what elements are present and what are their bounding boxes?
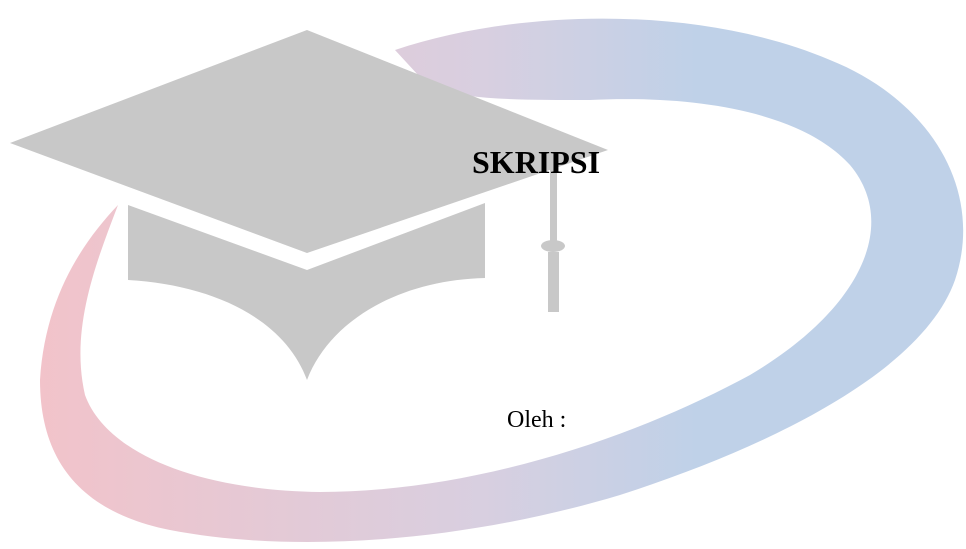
author-label: Oleh : [507,407,567,433]
graduation-cap-icon [10,30,608,380]
document-title: SKRIPSI [472,144,601,180]
swoosh-ring [40,18,964,543]
